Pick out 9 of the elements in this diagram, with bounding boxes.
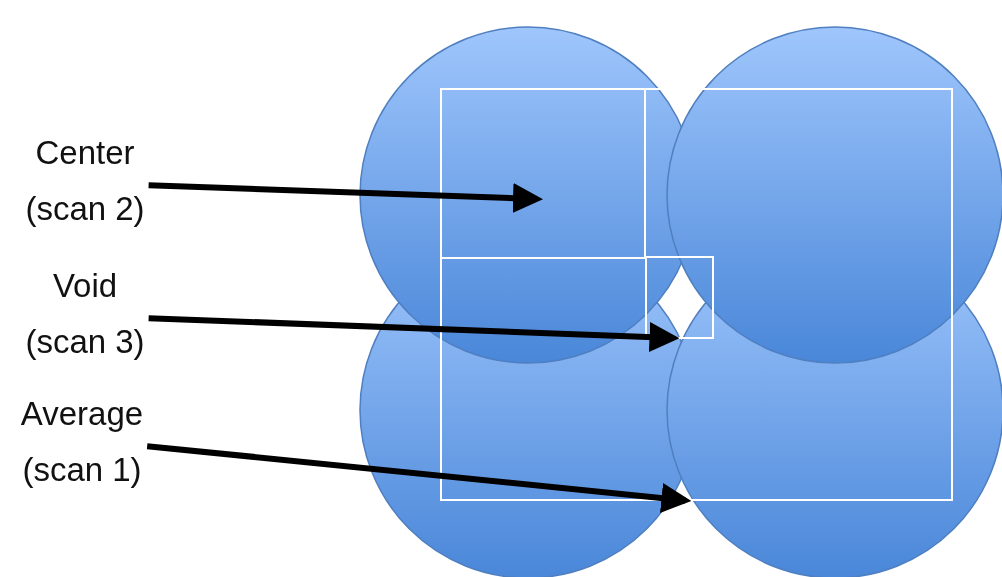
outline-square <box>440 88 646 259</box>
leader-arrow <box>148 182 543 214</box>
label-text: Void (scan 3) <box>15 258 155 370</box>
label-text: Center (scan 2) <box>0 125 170 237</box>
label-text: Average (scan 1) <box>0 386 172 498</box>
outline-square <box>645 256 714 339</box>
outline-square <box>440 88 953 501</box>
leader-arrow <box>146 443 692 513</box>
leader-arrow <box>148 315 680 353</box>
